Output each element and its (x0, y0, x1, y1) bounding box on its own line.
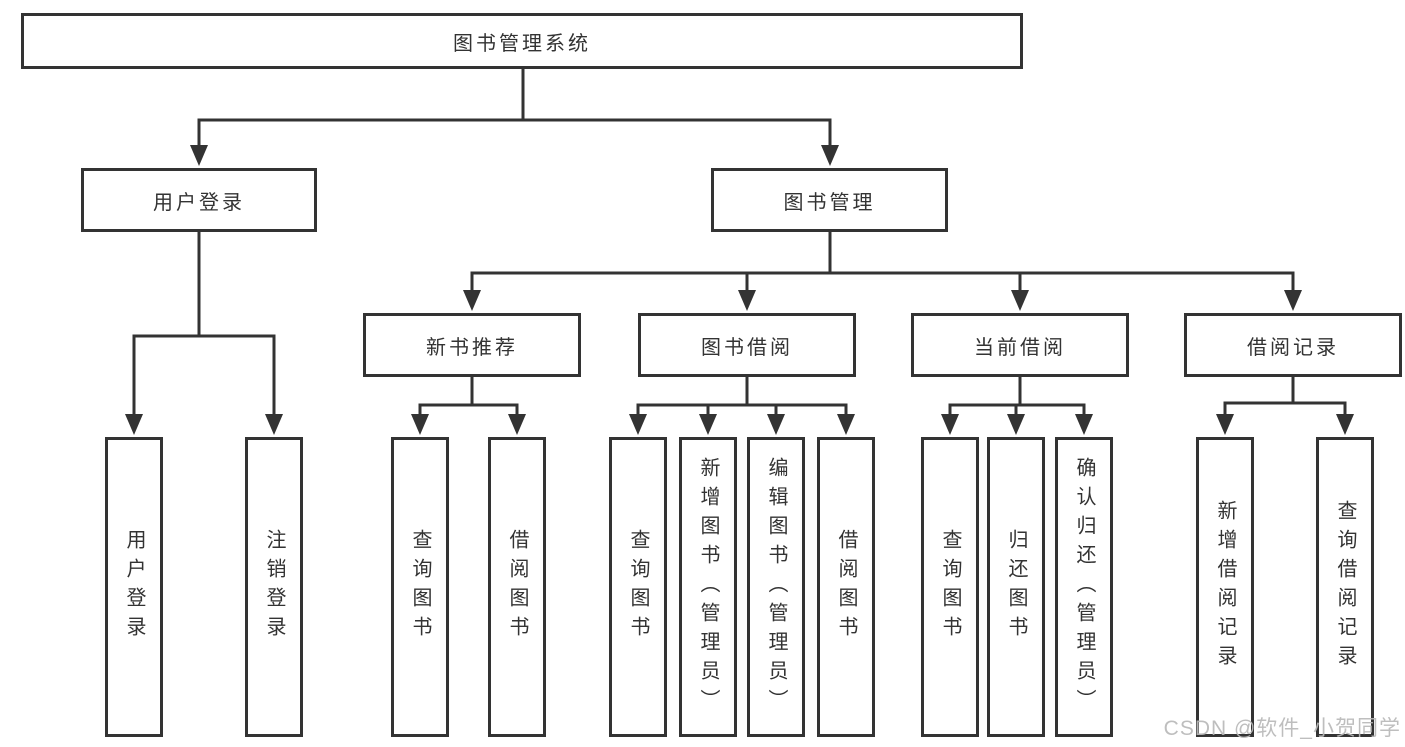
node-label: 图书管理 (783, 191, 876, 214)
node-label: 用户登录 (153, 191, 245, 214)
leaf-query-books-borrowing: 查询图书 (609, 437, 667, 737)
node-label: 当前借阅 (974, 336, 1066, 359)
node-label: 确认归还（管理员） (1073, 456, 1095, 718)
node-label: 归还图书 (1005, 529, 1027, 645)
node-label: 查询借阅记录 (1334, 500, 1356, 674)
node-new-book-recommendation: 新书推荐 (363, 313, 581, 377)
node-label: 查询图书 (409, 529, 431, 645)
leaf-confirm-return-admin: 确认归还（管理员） (1055, 437, 1113, 737)
node-label: 用户登录 (123, 529, 145, 645)
node-label: 查询图书 (939, 529, 961, 645)
node-current-borrowing: 当前借阅 (911, 313, 1129, 377)
node-label: 借阅记录 (1247, 336, 1339, 359)
leaf-logout: 注销登录 (245, 437, 303, 737)
leaf-add-borrow-record: 新增借阅记录 (1196, 437, 1254, 737)
node-root: 图书管理系统 (21, 13, 1023, 69)
node-label: 借阅图书 (835, 529, 857, 645)
leaf-user-login: 用户登录 (105, 437, 163, 737)
node-user-login: 用户登录 (81, 168, 317, 232)
arrowheads (125, 145, 1354, 435)
leaf-return-books: 归还图书 (987, 437, 1045, 737)
leaf-query-books-recommend: 查询图书 (391, 437, 449, 737)
node-label: 查询图书 (627, 529, 649, 645)
leaf-borrow-books-recommend: 借阅图书 (488, 437, 546, 737)
node-book-management: 图书管理 (711, 168, 948, 232)
leaf-borrow-books-borrowing: 借阅图书 (817, 437, 875, 737)
node-label: 新增图书（管理员） (697, 456, 719, 718)
node-label: 新增借阅记录 (1214, 500, 1236, 674)
csdn-watermark: CSDN @软件_小贺同学 (1163, 717, 1401, 740)
node-label: 图书借阅 (701, 336, 793, 359)
node-label: 图书管理系统 (453, 32, 591, 55)
node-label: 借阅图书 (506, 529, 528, 645)
node-book-borrowing: 图书借阅 (638, 313, 856, 377)
node-label: 注销登录 (263, 529, 285, 645)
leaf-add-books-admin: 新增图书（管理员） (679, 437, 737, 737)
leaf-query-books-current: 查询图书 (921, 437, 979, 737)
leaf-query-borrow-record: 查询借阅记录 (1316, 437, 1374, 737)
node-label: 编辑图书（管理员） (765, 456, 787, 718)
leaf-edit-books-admin: 编辑图书（管理员） (747, 437, 805, 737)
node-borrowing-records: 借阅记录 (1184, 313, 1402, 377)
node-label: 新书推荐 (426, 336, 518, 359)
